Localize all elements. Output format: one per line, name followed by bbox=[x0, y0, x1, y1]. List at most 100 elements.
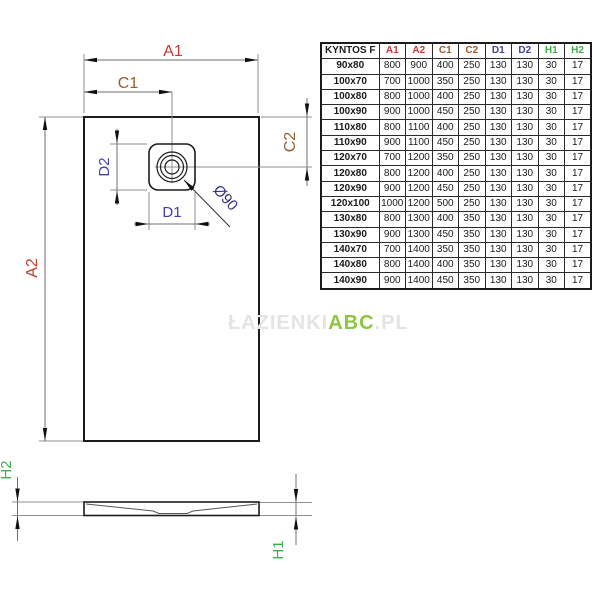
size-cell: 140x70 bbox=[320, 241, 380, 259]
value-cell: 400 bbox=[431, 58, 459, 75]
dimension-d2: D2 bbox=[96, 129, 120, 205]
value-cell: 130 bbox=[484, 58, 512, 75]
table-header-h1: H1 bbox=[537, 42, 565, 60]
value-cell: 17 bbox=[564, 241, 592, 259]
value-cell: 130 bbox=[511, 211, 539, 228]
value-cell: 130 bbox=[511, 241, 539, 259]
watermark-suffix: .PL bbox=[374, 312, 409, 334]
value-cell: 250 bbox=[458, 104, 486, 121]
value-cell: 900 bbox=[378, 226, 406, 243]
value-cell: 130 bbox=[484, 119, 512, 136]
value-cell: 1000 bbox=[405, 88, 433, 106]
top-view: A1 C1 A2 C2 bbox=[24, 43, 312, 442]
size-cell: 130x80 bbox=[320, 211, 380, 228]
value-cell: 30 bbox=[537, 58, 565, 75]
value-cell: 1000 bbox=[378, 195, 406, 213]
value-cell: 1400 bbox=[405, 272, 433, 290]
value-cell: 30 bbox=[537, 272, 565, 290]
tray-profile-basin bbox=[85, 503, 258, 514]
side-view: H2 H1 bbox=[0, 460, 312, 560]
value-cell: 800 bbox=[378, 165, 406, 182]
dimension-label-c2: C2 bbox=[282, 132, 299, 153]
value-cell: 17 bbox=[564, 211, 592, 228]
value-cell: 1400 bbox=[405, 241, 433, 259]
table-header-d2: D2 bbox=[511, 42, 539, 60]
dimension-h2: H2 bbox=[0, 460, 20, 541]
watermark-prefix: ŁAZIENKI bbox=[228, 312, 329, 334]
value-cell: 30 bbox=[537, 195, 565, 213]
value-cell: 350 bbox=[431, 73, 459, 90]
size-cell: 120x80 bbox=[320, 165, 380, 182]
value-cell: 17 bbox=[564, 150, 592, 167]
size-cell: 100x70 bbox=[320, 73, 380, 90]
drain bbox=[148, 143, 196, 191]
dimension-label-d2: D2 bbox=[96, 157, 113, 176]
value-cell: 130 bbox=[511, 134, 539, 152]
value-cell: 30 bbox=[537, 119, 565, 136]
value-cell: 450 bbox=[431, 272, 459, 290]
value-cell: 800 bbox=[378, 88, 406, 106]
value-cell: 130 bbox=[484, 73, 512, 90]
value-cell: 130 bbox=[484, 241, 512, 259]
value-cell: 130 bbox=[511, 58, 539, 75]
value-cell: 30 bbox=[537, 150, 565, 167]
value-cell: 700 bbox=[378, 241, 406, 259]
size-cell: 90x80 bbox=[320, 58, 380, 75]
value-cell: 17 bbox=[564, 165, 592, 182]
value-cell: 350 bbox=[431, 150, 459, 167]
table-header-c1: C1 bbox=[431, 42, 459, 60]
value-cell: 250 bbox=[458, 119, 486, 136]
value-cell: 250 bbox=[458, 180, 486, 197]
value-cell: 130 bbox=[511, 165, 539, 182]
value-cell: 250 bbox=[458, 195, 486, 213]
size-cell: 110x90 bbox=[320, 134, 380, 152]
value-cell: 400 bbox=[431, 211, 459, 228]
value-cell: 130 bbox=[484, 104, 512, 121]
tray-profile bbox=[83, 501, 260, 517]
size-cell: 110x80 bbox=[320, 119, 380, 136]
value-cell: 30 bbox=[537, 134, 565, 152]
value-cell: 1000 bbox=[405, 104, 433, 121]
value-cell: 350 bbox=[458, 241, 486, 259]
dimension-h1: H1 bbox=[270, 474, 299, 560]
value-cell: 450 bbox=[431, 180, 459, 197]
value-cell: 130 bbox=[511, 119, 539, 136]
value-cell: 400 bbox=[431, 257, 459, 274]
value-cell: 17 bbox=[564, 180, 592, 197]
dimension-label-a2: A2 bbox=[24, 258, 41, 278]
table-header-product: KYNTOS F bbox=[320, 42, 380, 60]
value-cell: 350 bbox=[431, 241, 459, 259]
size-cell: 140x90 bbox=[320, 272, 380, 290]
value-cell: 130 bbox=[484, 226, 512, 243]
value-cell: 250 bbox=[458, 58, 486, 75]
value-cell: 130 bbox=[511, 226, 539, 243]
value-cell: 450 bbox=[431, 104, 459, 121]
value-cell: 130 bbox=[511, 180, 539, 197]
value-cell: 250 bbox=[458, 134, 486, 152]
value-cell: 1100 bbox=[405, 119, 433, 136]
value-cell: 130 bbox=[511, 257, 539, 274]
dimension-c1: C1 bbox=[84, 75, 172, 95]
value-cell: 350 bbox=[458, 257, 486, 274]
value-cell: 1100 bbox=[405, 134, 433, 152]
value-cell: 350 bbox=[458, 272, 486, 290]
watermark: ŁAZIENKIABC.PL bbox=[228, 312, 409, 335]
value-cell: 130 bbox=[484, 195, 512, 213]
size-cell: 120x100 bbox=[320, 195, 380, 213]
value-cell: 800 bbox=[378, 257, 406, 274]
value-cell: 1200 bbox=[405, 180, 433, 197]
value-cell: 30 bbox=[537, 180, 565, 197]
table-header-d1: D1 bbox=[484, 42, 512, 60]
